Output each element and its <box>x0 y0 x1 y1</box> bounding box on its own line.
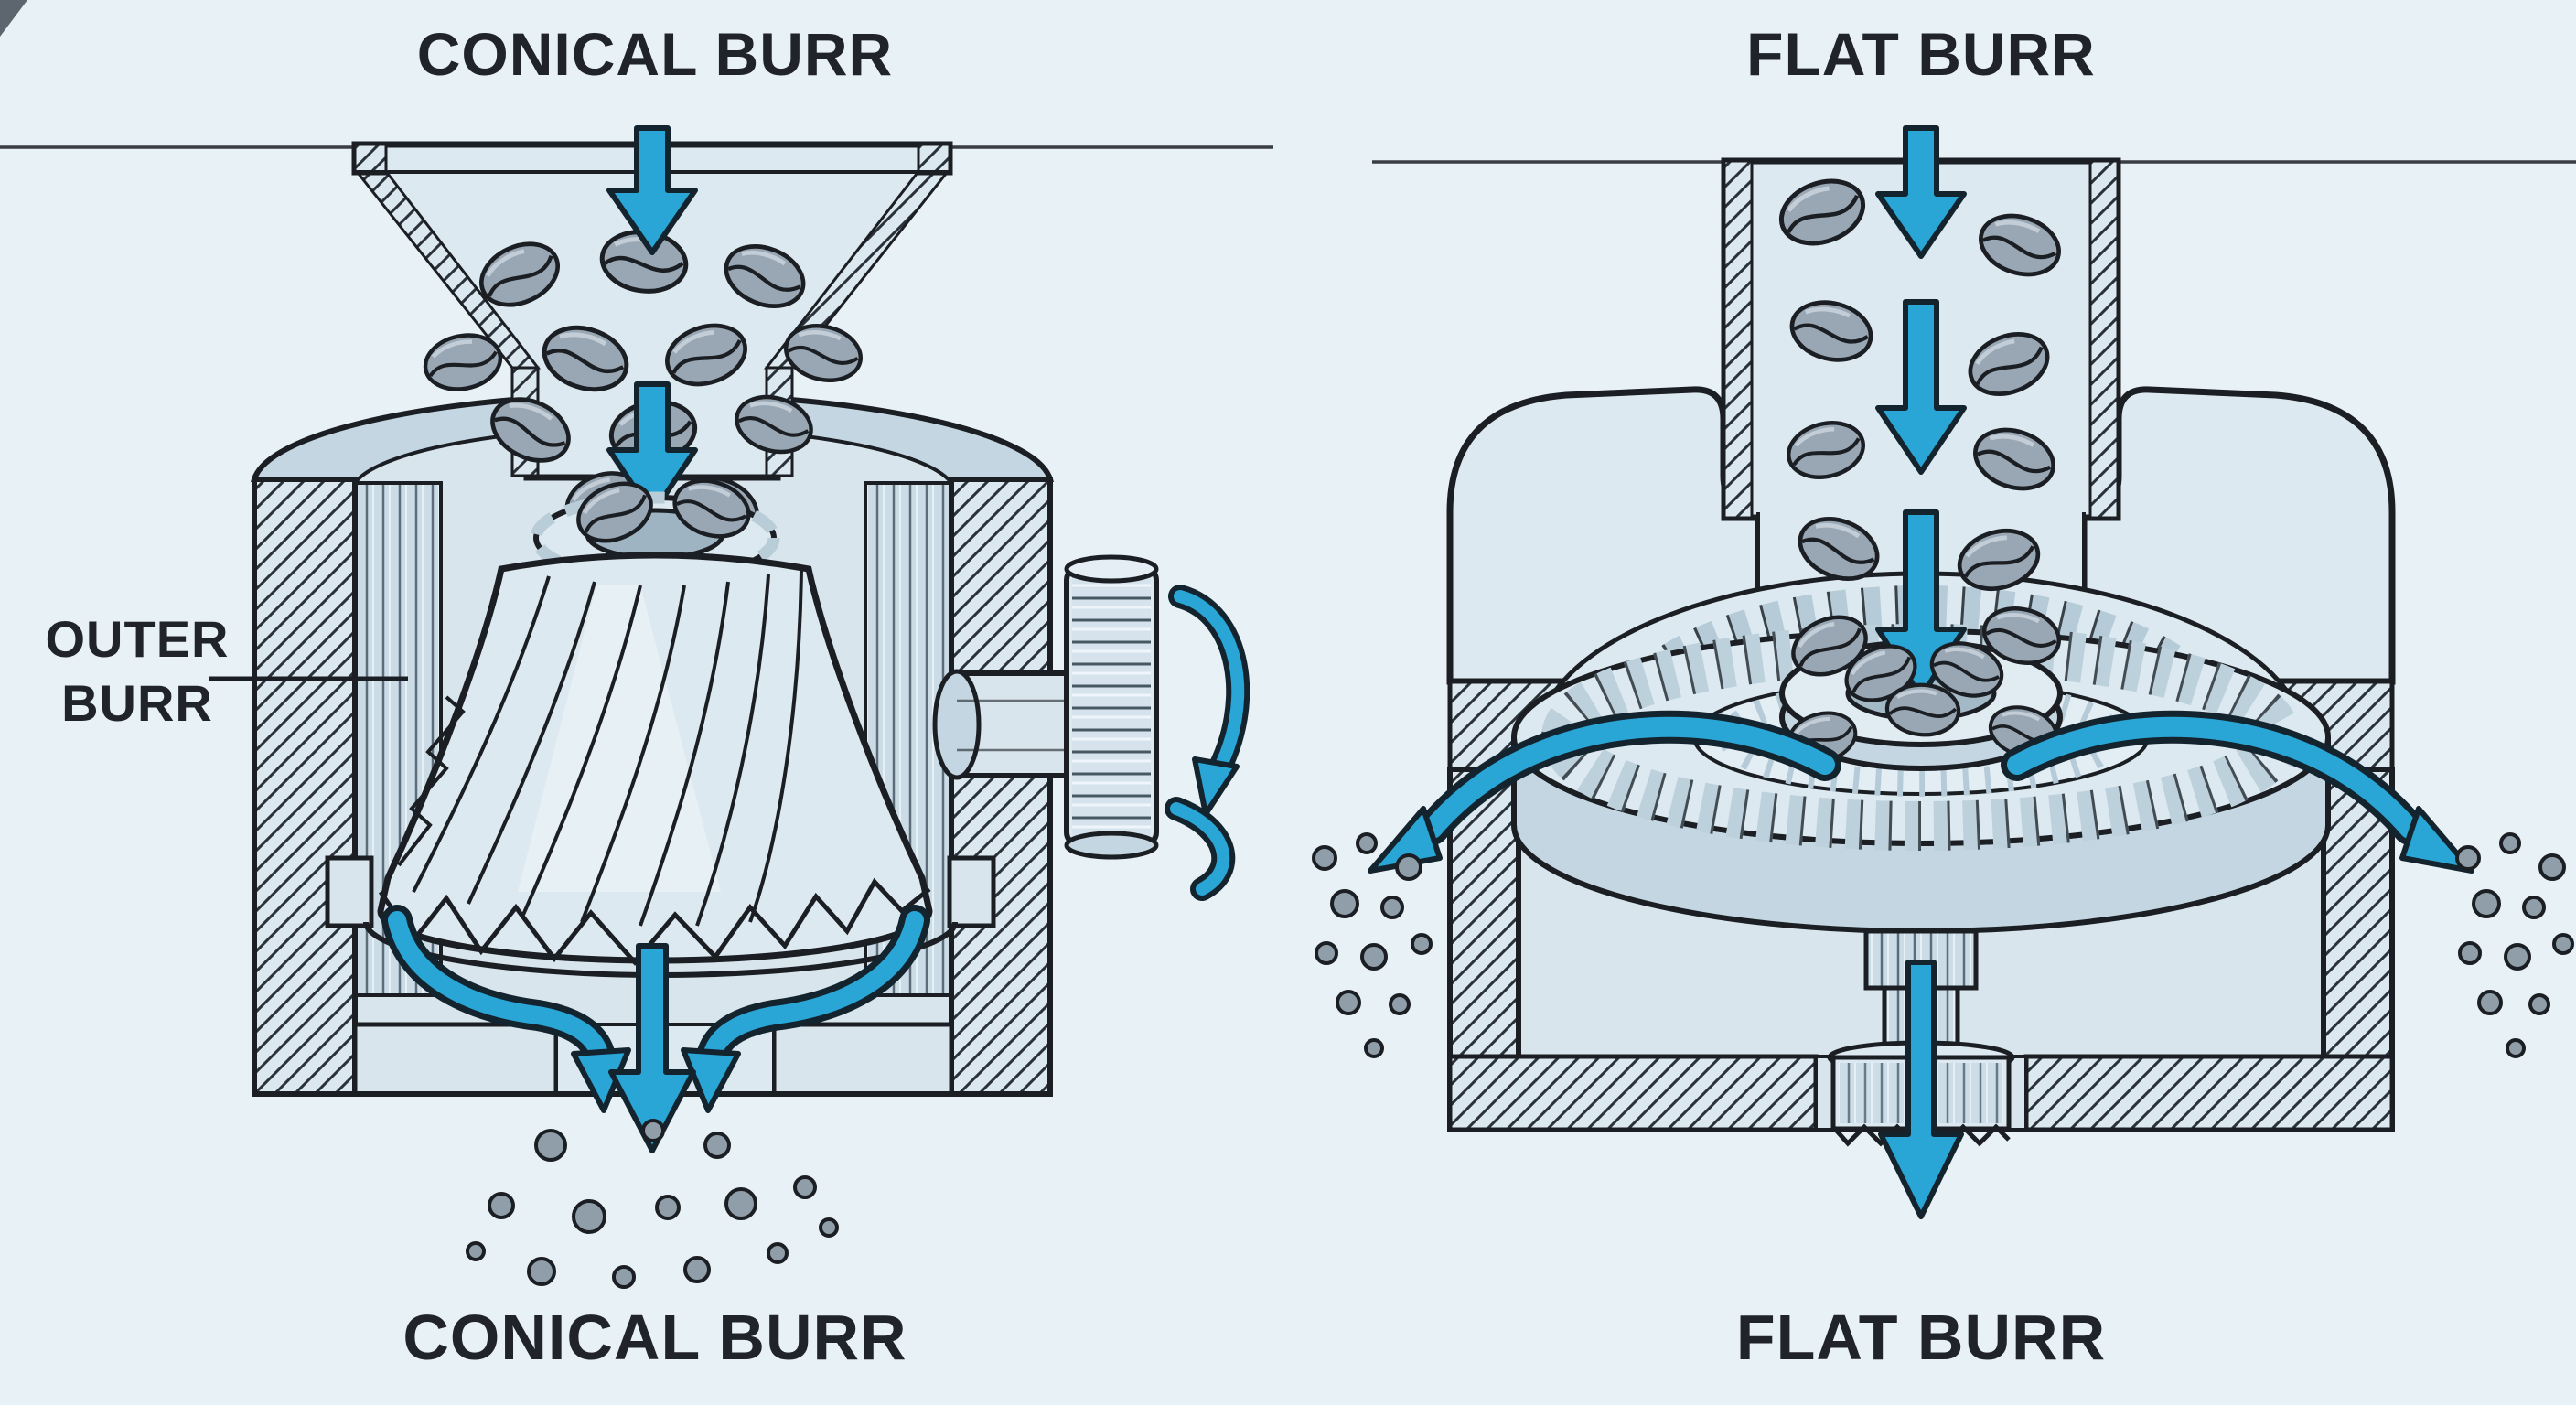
outer-burr-label-line1: OUTER <box>46 610 230 668</box>
exit-arrow-left-panel-icon <box>608 943 696 1153</box>
drive-gear-assembly <box>932 554 1250 901</box>
grounds-flow-arrows-right-panel <box>1368 710 2474 874</box>
feed-arrow-top-right-icon <box>1875 125 1967 259</box>
left-panel-caption: CONICAL BURR <box>402 1302 907 1373</box>
flat-burr-drive-assembly <box>1827 928 2015 1219</box>
right-panel-caption: FLAT BURR <box>1736 1302 2106 1373</box>
grounds-flow-arrows-left-panel <box>381 905 930 1153</box>
conical-burr-panel: OUTER BURR CONICAL BURR CONICAL BURR <box>0 20 1273 1373</box>
rotation-arrow-icon <box>1165 585 1250 901</box>
outer-burr-callout: OUTER BURR <box>46 610 408 732</box>
exit-arrow-right-panel-icon <box>1878 960 1964 1219</box>
ground-particles-left-panel <box>466 1119 839 1289</box>
left-panel-title: CONICAL BURR <box>417 20 893 88</box>
feed-arrow-mid-left-icon <box>606 381 698 517</box>
outer-burr-label-line2: BURR <box>61 674 213 732</box>
feed-arrow-mid-right-icon <box>1875 299 1967 475</box>
flat-burr-panel: FLAT BURR FLAT BURR <box>1312 20 2576 1373</box>
ground-particles-right-panel-right <box>2455 832 2574 1058</box>
ground-particles-right-panel-left <box>1312 832 1433 1058</box>
right-panel-title: FLAT BURR <box>1746 20 2096 88</box>
feed-arrow-top-left-icon <box>606 125 698 255</box>
scan-artifact-mark <box>0 0 27 37</box>
inner-cone-burr <box>363 472 958 978</box>
